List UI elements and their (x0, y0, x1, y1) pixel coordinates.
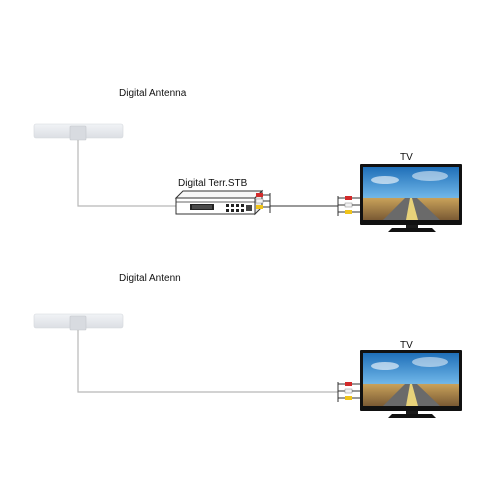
top-diagram (33, 123, 462, 232)
coax-cable-2 (77, 330, 338, 393)
tv-label-bottom: TV (400, 340, 413, 351)
coax-cable-1 (77, 140, 176, 207)
set-top-box (174, 189, 264, 216)
rca-plugs-tv-1 (337, 196, 360, 216)
rca-plugs-tv-2 (337, 382, 360, 402)
stb-label: Digital Terr.STB (178, 178, 248, 189)
tv-2 (360, 350, 462, 418)
rca-plugs-stb (255, 193, 271, 213)
antenna-label-bottom: Digital Antenn (119, 273, 181, 284)
tv-label-top: TV (400, 152, 413, 163)
antenna-label-top: Digital Antenna (119, 88, 187, 99)
tv-1 (360, 164, 462, 232)
antenna-2 (33, 313, 124, 331)
antenna-1 (33, 123, 124, 141)
bottom-diagram (33, 313, 462, 418)
